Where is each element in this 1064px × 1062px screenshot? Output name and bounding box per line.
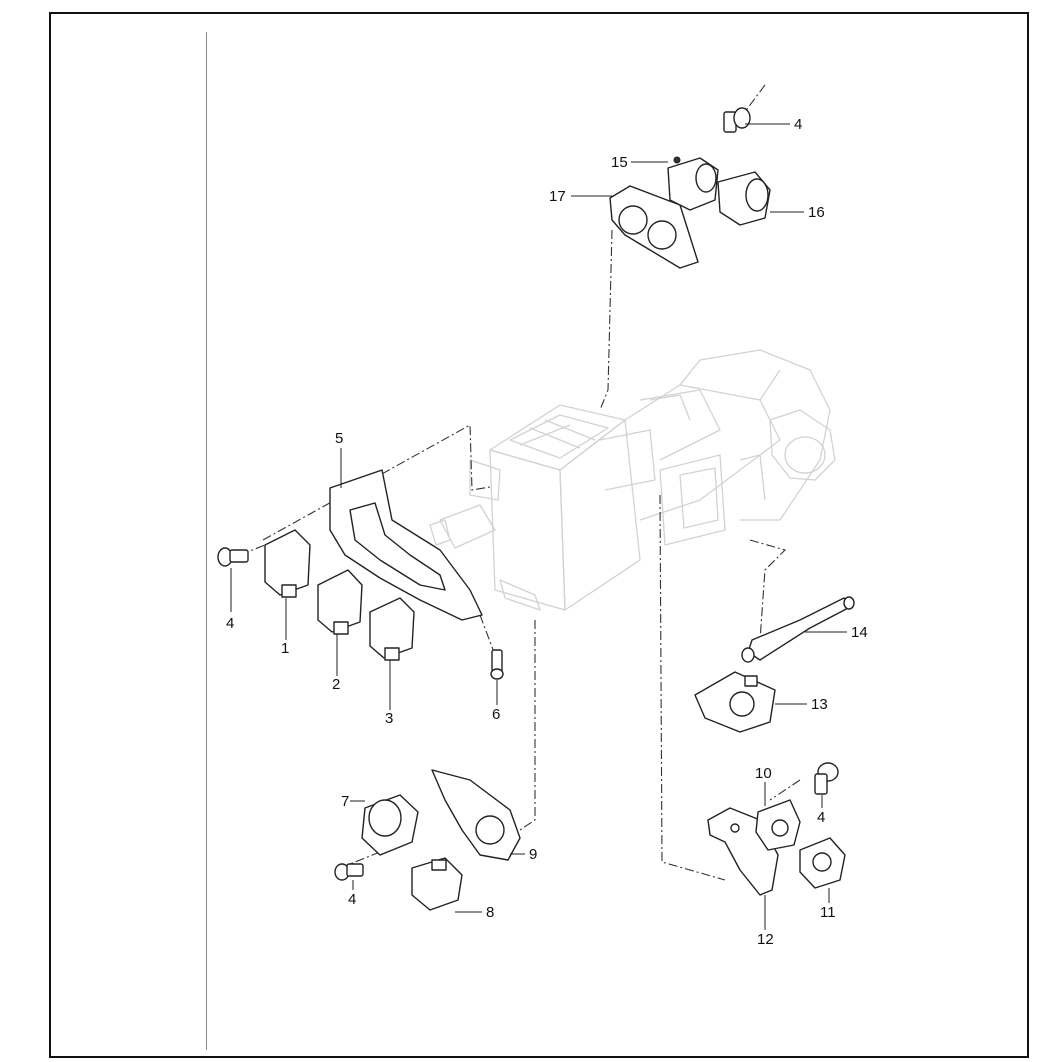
margin-rule xyxy=(206,32,207,1050)
actuator-pair-top xyxy=(609,156,771,269)
callout-label: 6 xyxy=(492,706,500,723)
hvac-housing-ghost xyxy=(429,349,836,611)
callout-label: 8 xyxy=(486,904,494,921)
callout-label: 3 xyxy=(385,710,393,727)
actuator-10 xyxy=(755,799,801,851)
callout-label: 17 xyxy=(549,188,566,205)
gasket-5 xyxy=(329,469,483,621)
callout-label: 1 xyxy=(281,640,289,657)
callout-label: 14 xyxy=(851,624,868,641)
bolt-top xyxy=(723,107,751,133)
bracket-9 xyxy=(431,769,521,861)
callout-label: 4 xyxy=(348,891,356,908)
callout-label: 4 xyxy=(817,809,825,826)
callout-label: 2 xyxy=(332,676,340,693)
callout-label: 4 xyxy=(226,615,234,632)
actuator-7 xyxy=(361,794,419,856)
assembly-lines xyxy=(239,84,801,881)
actuator-11 xyxy=(799,837,846,889)
screw-6 xyxy=(490,649,504,680)
callout-label: 15 xyxy=(611,154,628,171)
callout-label: 10 xyxy=(755,765,772,782)
callout-label: 13 xyxy=(811,696,828,713)
actuator-1 xyxy=(264,529,311,598)
callout-label: 12 xyxy=(757,931,774,948)
callout-label: 9 xyxy=(529,846,537,863)
actuator-8 xyxy=(411,857,463,911)
leader-lines xyxy=(230,123,847,930)
actuator-3 xyxy=(369,597,415,661)
actuator-13 xyxy=(694,671,776,733)
callout-label: 7 xyxy=(341,793,349,810)
actuator-2 xyxy=(317,569,363,635)
callout-label: 4 xyxy=(794,116,802,133)
callout-label: 5 xyxy=(335,430,343,447)
screw-bottom-left xyxy=(334,863,364,881)
diagram-frame xyxy=(49,12,1029,1058)
hose-14 xyxy=(741,596,855,663)
bolt-right xyxy=(814,762,839,795)
callout-labels: 4 15 17 16 5 4 1 2 3 6 14 13 10 4 7 9 4 … xyxy=(226,116,868,948)
callout-label: 16 xyxy=(808,204,825,221)
callout-label: 11 xyxy=(820,904,836,921)
screw-left xyxy=(217,547,249,567)
